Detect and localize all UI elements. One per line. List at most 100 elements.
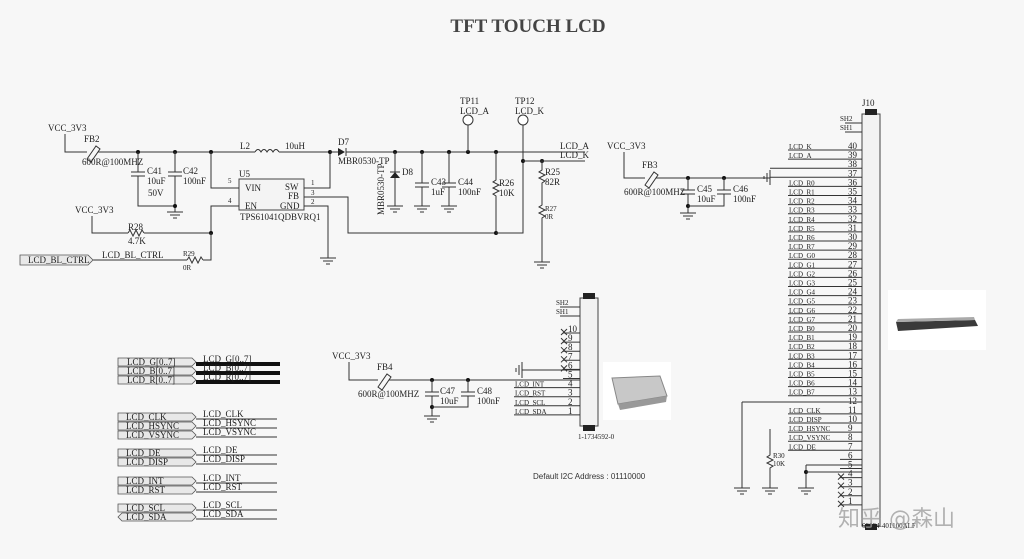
resistor-icon [127,228,145,238]
inductor-icon [254,149,280,153]
fb3-ref: FB3 [642,160,658,170]
r26-value: 10K [499,188,515,198]
c41-ref: C41 [147,166,162,176]
ground-icon [167,211,183,219]
net-label: LCD_CLK [203,409,244,419]
j10-pin: 4 [837,469,862,480]
j10-pin-number: 35 [848,187,858,197]
port-lcd-vsync: LCD_VSYNC LCD_VSYNC [117,427,277,440]
port-lcd-de: LCD_DE LCD_DE [117,445,277,458]
ground-icon [734,487,750,495]
j10-product-image [888,290,986,350]
r25-ref: R25 [545,167,561,177]
j10-pin-number: 15 [848,369,858,379]
port-lcd-b-0-7: LCD_B[0..7] LCD_B[0..7] [117,363,280,376]
port-lcd-clk: LCD_CLK LCD_CLK [117,409,277,422]
net-label: LCD_HSYNC [203,418,256,428]
i2c-address-note: Default I2C Address : 01110000 [533,472,646,481]
j10-pin-number: 40 [848,141,858,151]
j10-pin-net: LCD_B6 [789,380,815,388]
net-label: LCD_VSYNC [203,427,256,437]
port-label: LCD_CLK [126,412,167,422]
vcc-label-2: VCC_3V3 [75,205,114,215]
port-label: LCD_VSYNC [126,430,179,440]
r27-ref: R27 [545,205,557,213]
j10-pin-number: 31 [848,223,857,233]
lcd-bl-ctrl-port [19,254,94,266]
j10-pin-number: 12 [848,396,857,406]
d7-part: MBR0530-TP [338,156,390,166]
c44-value: 100nF [458,187,481,197]
u5-chip [238,178,305,211]
j10-pin: 37 [770,168,862,178]
j10-pin-net: LCD_G4 [789,289,816,297]
j10-pin: 1 [837,496,862,508]
j10-pin-number: 22 [848,305,857,315]
net-label: LCD_INT [203,473,241,483]
net-lcd-a: LCD_A [560,141,590,151]
touch-pin-number: 2 [568,397,573,407]
l2-ref: L2 [240,141,250,151]
port-label: LCD_B[0..7] [127,366,175,376]
sheet-title: TFT TOUCH LCD [450,16,605,37]
j10-pin-net: LCD_DE [789,443,816,451]
j10-pin-net: LCD_VSYNC [789,434,831,442]
j10-pin-number: 21 [848,314,857,324]
port-label: LCD_SDA [126,512,167,522]
touch-pin-number: 8 [568,342,573,352]
pin-num-1: 1 [311,179,315,187]
port-label: LCD_RST [126,485,166,495]
port-lcd-rst: LCD_RST LCD_RST [117,482,277,495]
j10-sh2: SH2 [840,115,853,123]
net-label: LCD_DE [203,445,238,455]
lcd-bl-ctrl-port-label: LCD_BL_CTRL [28,255,90,265]
j10-pin-number: 30 [848,232,858,242]
pin-gnd: GND [280,201,300,211]
j10-pin-number: 4 [848,469,853,479]
net-label: LCD_DISP [203,454,245,464]
diode-icon [338,148,345,156]
j10-pin-net: LCD_B2 [789,343,815,351]
no-connect-icon [560,355,568,363]
j10-pin-net: LCD_R7 [789,243,815,251]
r30-value: 10K [773,460,785,468]
touch-pin: 10 [560,324,580,336]
j10-pin-number: 14 [848,378,858,388]
port-label: LCD_DE [126,448,161,458]
port-list: LCD_G[0..7]LCD_G[0..7]LCD_B[0..7]LCD_B[0… [117,354,280,522]
r27-value: 0R [545,213,554,221]
j10-pin-number: 13 [848,387,858,397]
j10-pin-net: LCD_B5 [789,371,815,379]
no-connect-icon [837,473,845,480]
port-lcd-sda: LCD_SDA LCD_SDA [117,509,277,522]
net-label: LCD_SDA [203,509,244,519]
j10-pin-net: LCD_DISP [789,416,822,424]
touch-pin-number: 9 [568,333,573,343]
net-label: LCD_RST [203,482,243,492]
resistor-icon [186,255,204,265]
tp11-ref: TP11 [460,96,479,106]
c47-ref: C47 [440,386,456,396]
j10-pin: 35 LCD_R1 [788,187,862,197]
j10-pin-number: 28 [848,250,858,260]
port-label: LCD_SCL [126,503,165,513]
j10-pin-net: LCD_R1 [789,189,815,197]
j10-pin-number: 23 [848,296,858,306]
ground-icon [424,415,440,423]
net-label: LCD_B[0..7] [203,363,251,373]
c41-value: 10uF [147,176,166,186]
j10-pin-net: LCD_A [789,152,812,160]
